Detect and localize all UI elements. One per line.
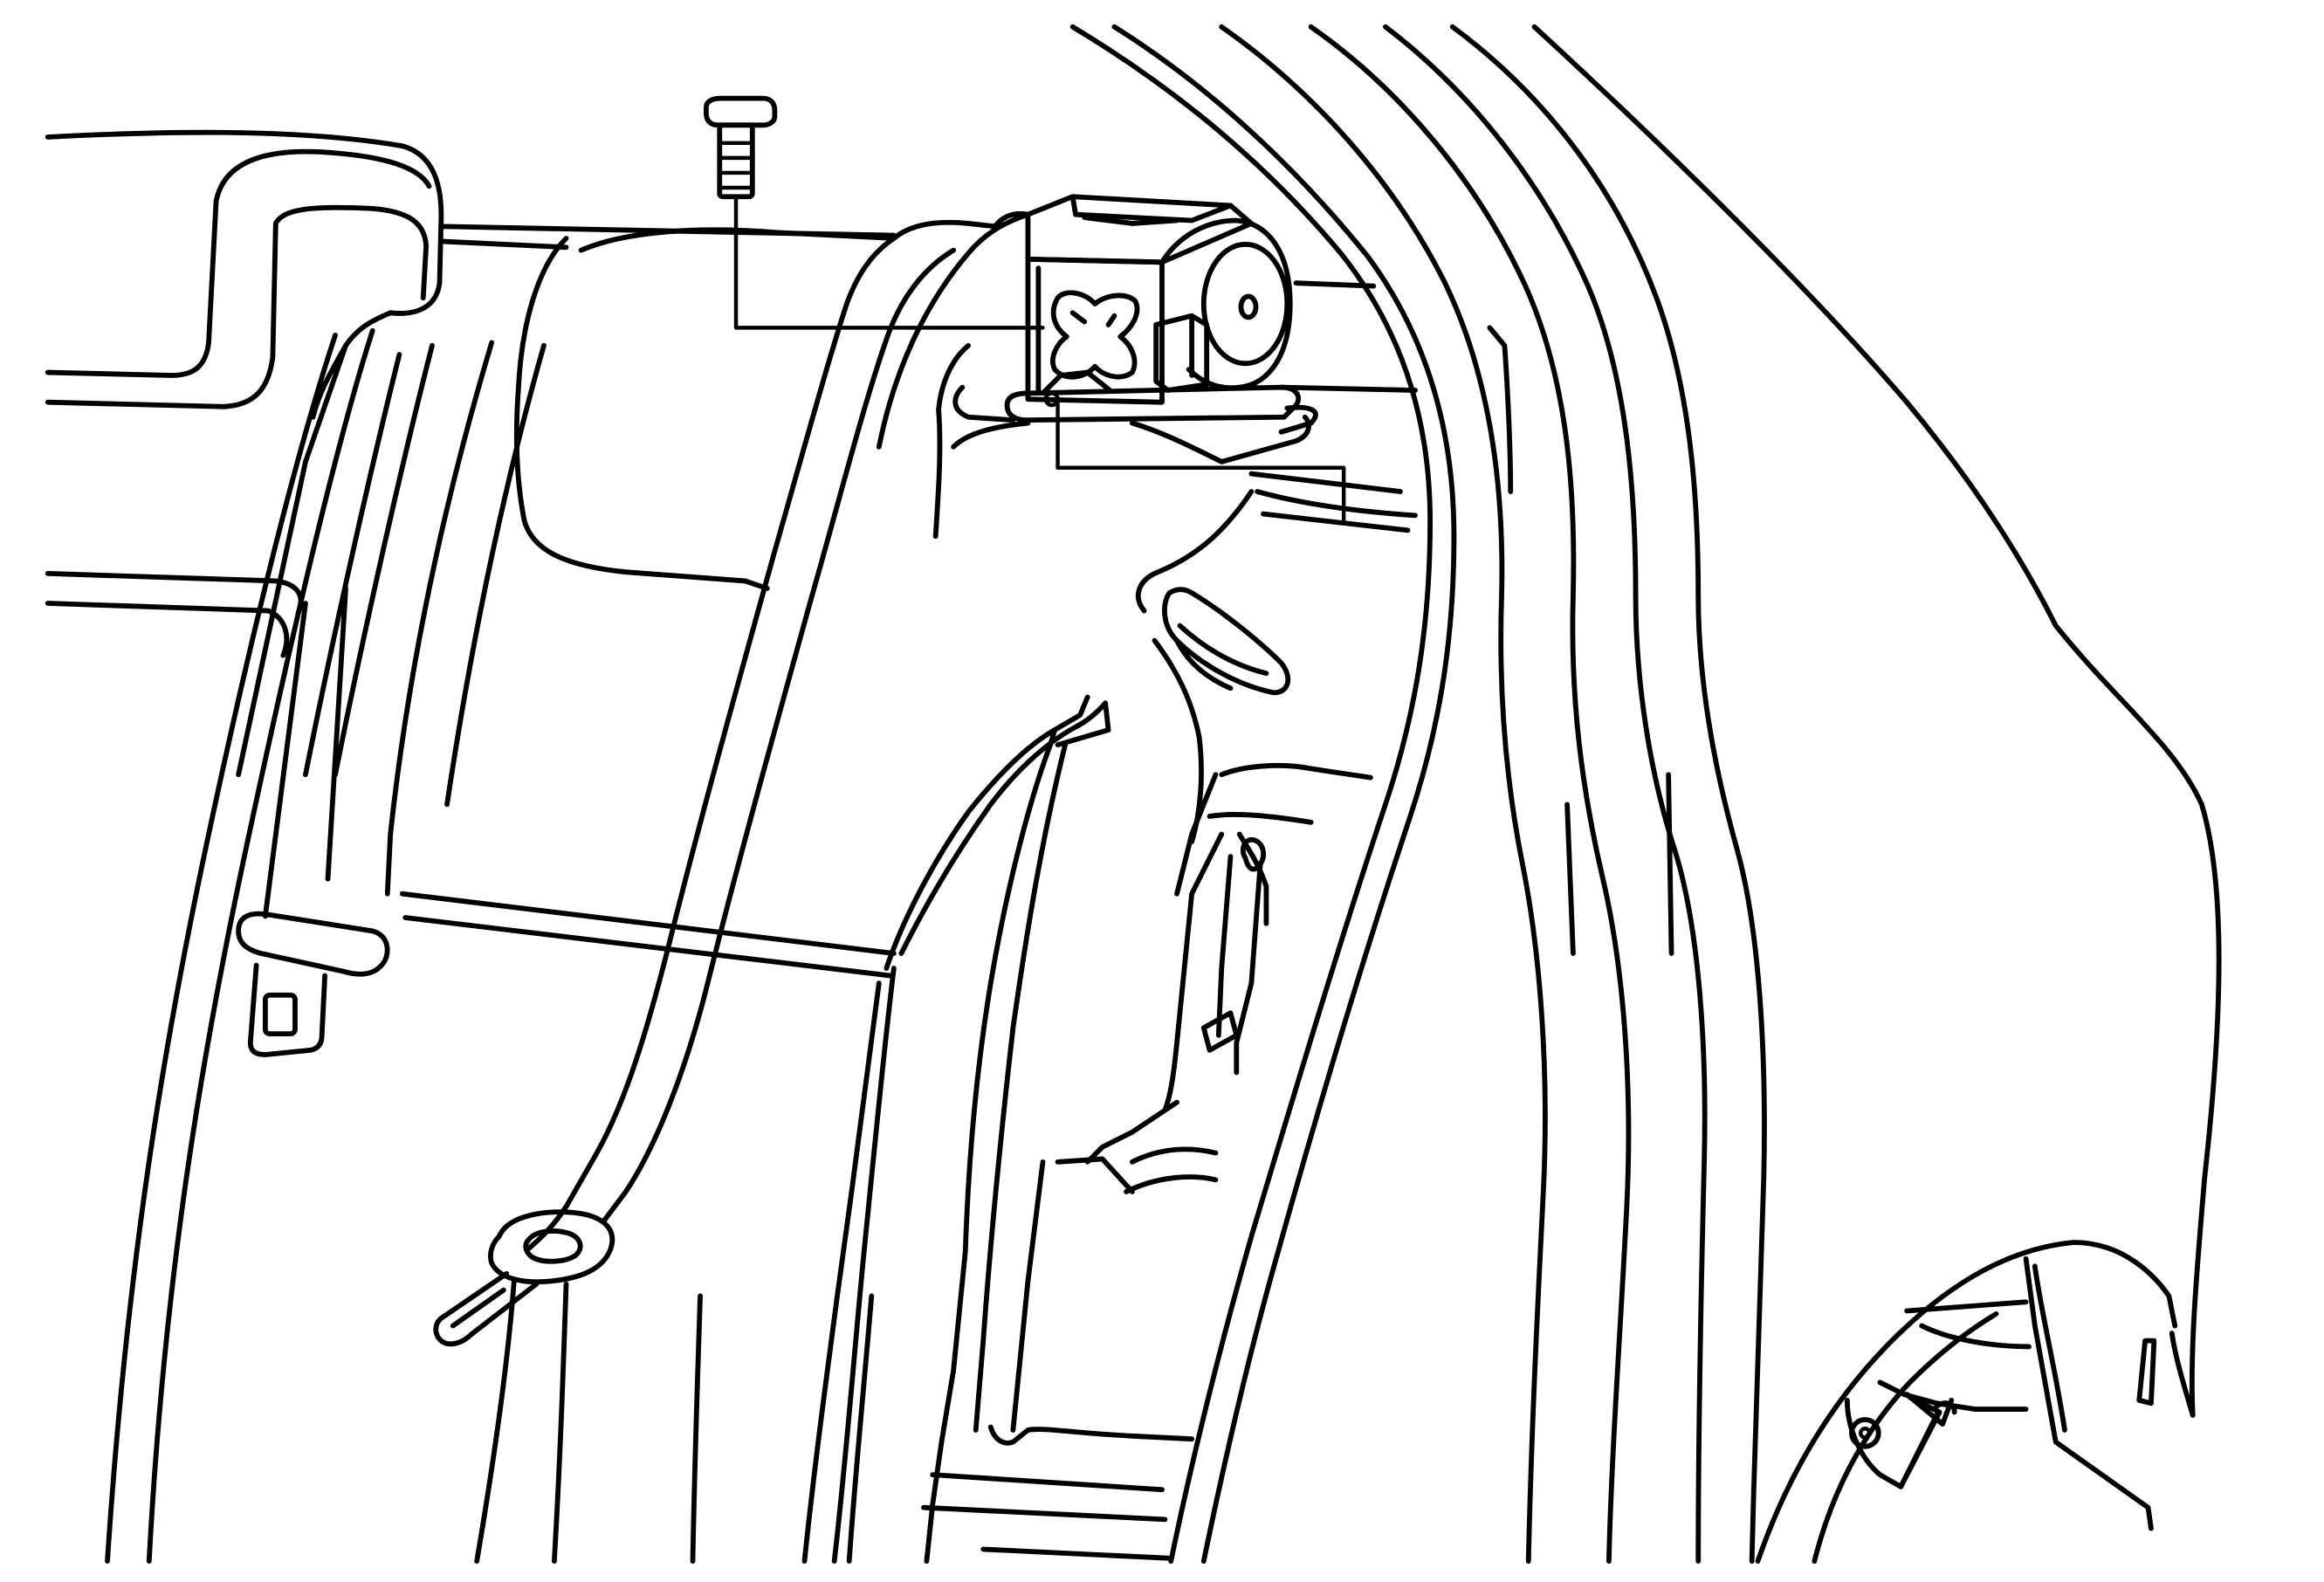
headrest	[45, 129, 444, 409]
leader-line-bolt	[733, 195, 1045, 330]
c-pillar-trim	[876, 211, 1418, 1445]
seat-belt-webbing	[526, 210, 1031, 1251]
quarter-panel	[1531, 24, 2222, 1418]
bolt-icon	[703, 95, 778, 200]
seat-belt-latch-plate	[433, 1209, 615, 1565]
leader-line-lower-fixing	[1055, 400, 1346, 524]
rear-seat-backrest-center	[513, 227, 897, 584]
wheel-arch	[1755, 1240, 2178, 1565]
seat-belt-buckle	[236, 586, 390, 1057]
retractor-icon	[1004, 194, 1318, 435]
door-opening-frame	[1069, 24, 1767, 1565]
rear-seat-backrest	[45, 224, 897, 1565]
lower-trim	[690, 578, 1373, 1565]
